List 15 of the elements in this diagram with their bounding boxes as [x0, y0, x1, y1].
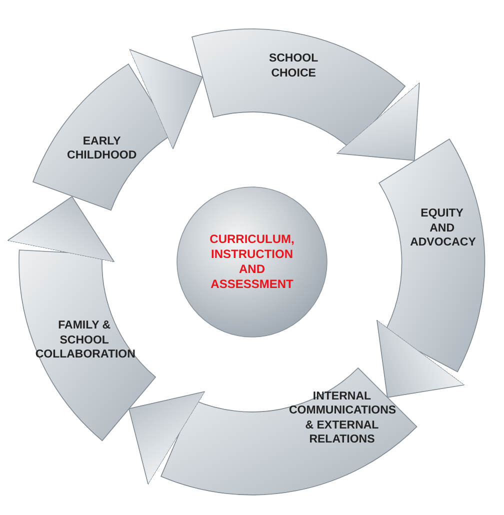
- segment-label: EQUITY AND ADVOCACY: [410, 206, 474, 250]
- cycle-arrowhead: [7, 196, 115, 263]
- cycle-arrowhead: [376, 320, 465, 398]
- cycle-arrowhead: [128, 391, 206, 485]
- cycle-arrowhead: [128, 49, 203, 150]
- center-label: CURRICULUM, INSTRUCTION AND ASSESSMENT: [208, 232, 296, 292]
- curved-arrow-segment: [379, 138, 485, 372]
- segment-label: FAMILY & SCHOOL COLLABORATION: [35, 318, 134, 362]
- segment-label: INTERNAL COMMUNICATIONS & EXTERNAL RELATIONS: [288, 389, 395, 447]
- cycle-arrowhead: [336, 82, 420, 161]
- segment-label: EARLY CHILDHOOD: [66, 134, 138, 164]
- curved-arrow-segment: [160, 368, 417, 495]
- segment-label: SCHOOL CHOICE: [268, 52, 320, 81]
- curved-arrow-segment: [19, 250, 156, 440]
- center-circle: [176, 186, 328, 338]
